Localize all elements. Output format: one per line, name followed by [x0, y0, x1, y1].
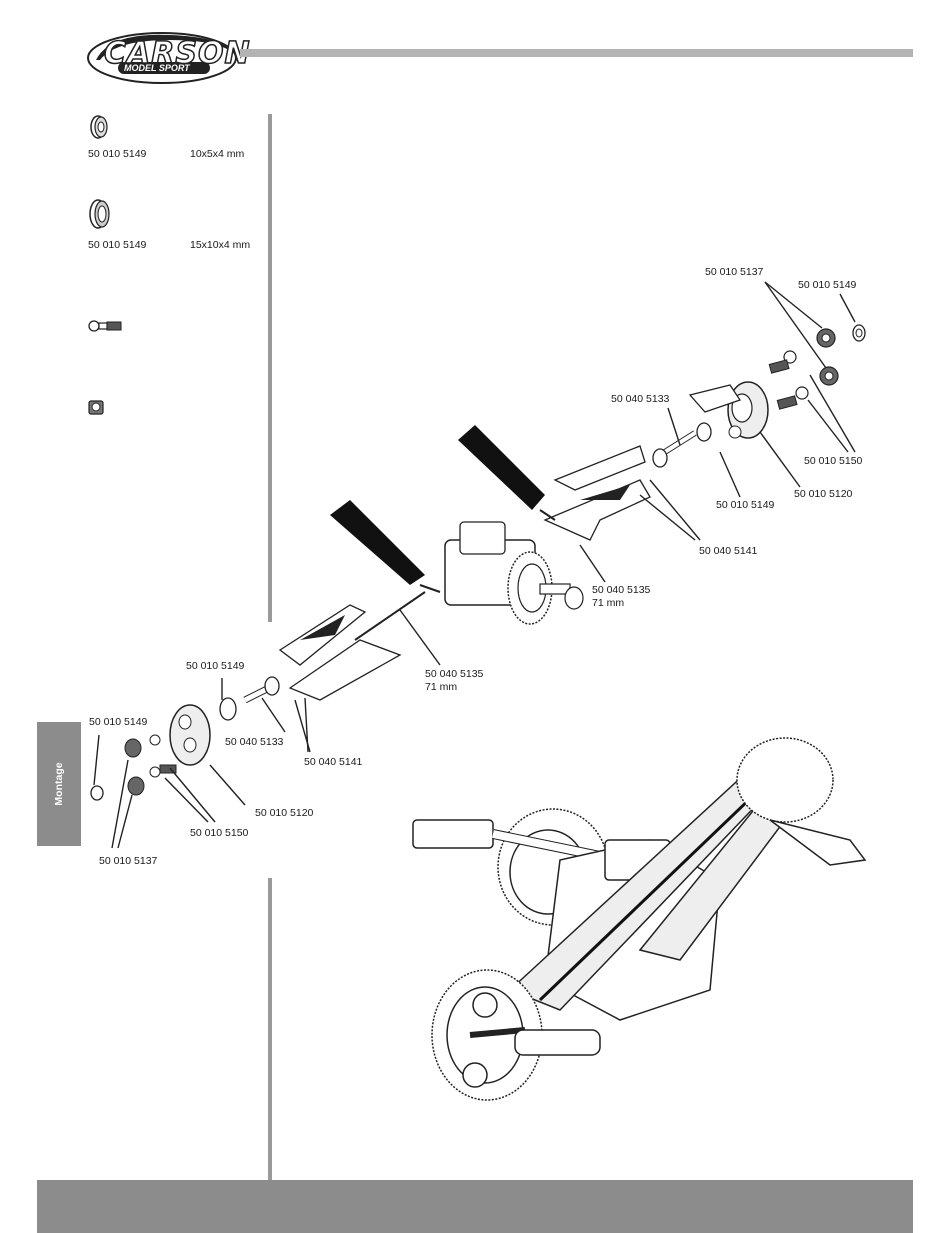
footer-bar: [37, 1180, 913, 1233]
driveshaft-boot-part: [330, 500, 440, 592]
section-tab[interactable]: Montage: [37, 722, 81, 846]
axle-part: [220, 677, 279, 720]
callout-label: 50 040 5135: [592, 584, 650, 597]
callout-label: 50 010 5149: [716, 499, 774, 512]
nut-part: [817, 329, 835, 347]
wishbone-part: [545, 446, 650, 540]
callout-label: 50 010 5149: [798, 279, 856, 292]
legend-size: 10x5x4 mm: [190, 148, 244, 161]
callout-label: 50 010 5120: [794, 488, 852, 501]
ball-stud-part: [769, 351, 796, 373]
bearing-small-icon: [91, 116, 107, 138]
callout-label: 50 040 5133: [225, 736, 283, 749]
nut-part: [125, 739, 144, 795]
callout-label: 50 010 5150: [804, 455, 862, 468]
callout-label: 50 010 5149: [186, 660, 244, 673]
callout-label: 50 010 5120: [255, 807, 313, 820]
assembled-axle-drawing: [413, 738, 865, 1100]
callout-label: 71 mm: [592, 597, 624, 610]
callout-label: 50 040 5135: [425, 668, 483, 681]
column-divider-top: [268, 114, 272, 622]
header-bar: [240, 49, 913, 57]
column-divider-bottom: [268, 878, 272, 1180]
callout-label: 50 040 5141: [699, 545, 757, 558]
callout-label: 71 mm: [425, 681, 457, 694]
nut-part: [820, 367, 838, 385]
legend-part-no: 50 010 5149: [88, 148, 146, 161]
nut-icon: [89, 401, 103, 414]
driveshaft-boot-part: [458, 425, 555, 520]
callout-label: 50 040 5141: [304, 756, 362, 769]
bearing-part: [91, 786, 103, 800]
bearing-part: [853, 325, 865, 341]
brand-tagline: MODEL SPORT: [124, 63, 190, 73]
ball-stud-part: [777, 387, 808, 409]
callout-label: 50 010 5150: [190, 827, 248, 840]
callout-label: 50 040 5133: [611, 393, 669, 406]
callout-label: 50 010 5137: [99, 855, 157, 868]
legend-part-no: 50 010 5149: [88, 239, 146, 252]
section-tab-label: Montage: [53, 762, 65, 805]
gearbox-part: [445, 522, 583, 624]
callout-label: 50 010 5149: [89, 716, 147, 729]
ball-stud-icon: [89, 321, 121, 331]
axle-part: [653, 423, 711, 467]
legend-size: 15x10x4 mm: [190, 239, 250, 252]
bearing-large-icon: [90, 200, 109, 228]
wishbone-part: [280, 592, 425, 700]
hub-carrier-part: [170, 705, 210, 765]
callout-label: 50 010 5137: [705, 266, 763, 279]
